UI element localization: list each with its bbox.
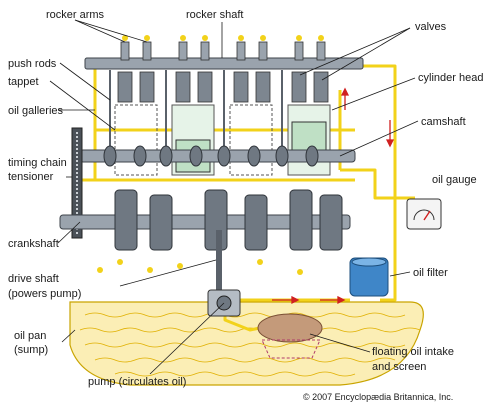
rocker-shaft-bar	[84, 57, 364, 70]
label-oil-gauge: oil gauge	[432, 174, 477, 186]
valve-spring-2	[175, 71, 213, 103]
leader-lines	[49, 19, 419, 375]
drive-shaft-rod	[216, 230, 222, 300]
label-drive-shaft-line1: drive shaft	[8, 273, 59, 285]
label-oil-galleries: oil galleries	[8, 105, 64, 117]
label-tappet: tappet	[8, 76, 39, 88]
callout-labels: rocker arms rocker shaft valves push rod…	[8, 9, 483, 402]
label-rocker-shaft: rocker shaft	[186, 9, 243, 21]
label-crankshaft: crankshaft	[8, 238, 59, 250]
valve-train	[117, 35, 329, 103]
cylinder-2-with-piston	[171, 104, 215, 176]
floating-oil-intake	[257, 313, 323, 359]
flow-arrows	[272, 87, 395, 305]
oil-drops-falling	[97, 259, 303, 275]
oil-surface-waves	[79, 312, 421, 377]
label-floating-intake-line1: floating oil intake	[372, 346, 454, 358]
valve-spring-4	[291, 71, 329, 103]
oil-pan	[69, 301, 424, 386]
label-cylinder-head: cylinder head	[418, 72, 483, 84]
copyright-notice: © 2007 Encyclopædia Britannica, Inc.	[303, 392, 453, 402]
oil-gauge-dial	[406, 198, 442, 230]
label-camshaft: camshaft	[421, 116, 466, 128]
crankshaft-assembly	[59, 189, 351, 251]
valve-spring-3	[233, 71, 271, 103]
oil-filter-canister	[349, 257, 389, 297]
cylinder-1	[114, 104, 158, 176]
label-timing-chain-line1: timing chain	[8, 157, 67, 169]
label-floating-intake-line2: and screen	[372, 361, 426, 373]
valve-spring-1	[117, 71, 155, 103]
camshaft-bar	[79, 145, 356, 167]
rocker-arm-tips	[120, 41, 326, 61]
label-valves: valves	[415, 21, 447, 33]
label-push-rods: push rods	[8, 58, 57, 70]
label-pump: pump (circulates oil)	[88, 376, 186, 388]
label-oil-pan-line1: oil pan	[14, 330, 46, 342]
label-rocker-arms: rocker arms	[46, 9, 105, 21]
label-drive-shaft-line2: (powers pump)	[8, 288, 81, 300]
label-timing-chain-line2: tensioner	[8, 171, 54, 183]
label-oil-filter: oil filter	[413, 267, 448, 279]
cylinder-3	[229, 104, 273, 176]
label-oil-pan-line2: (sump)	[14, 344, 48, 356]
oil-droplets-top	[122, 35, 324, 41]
